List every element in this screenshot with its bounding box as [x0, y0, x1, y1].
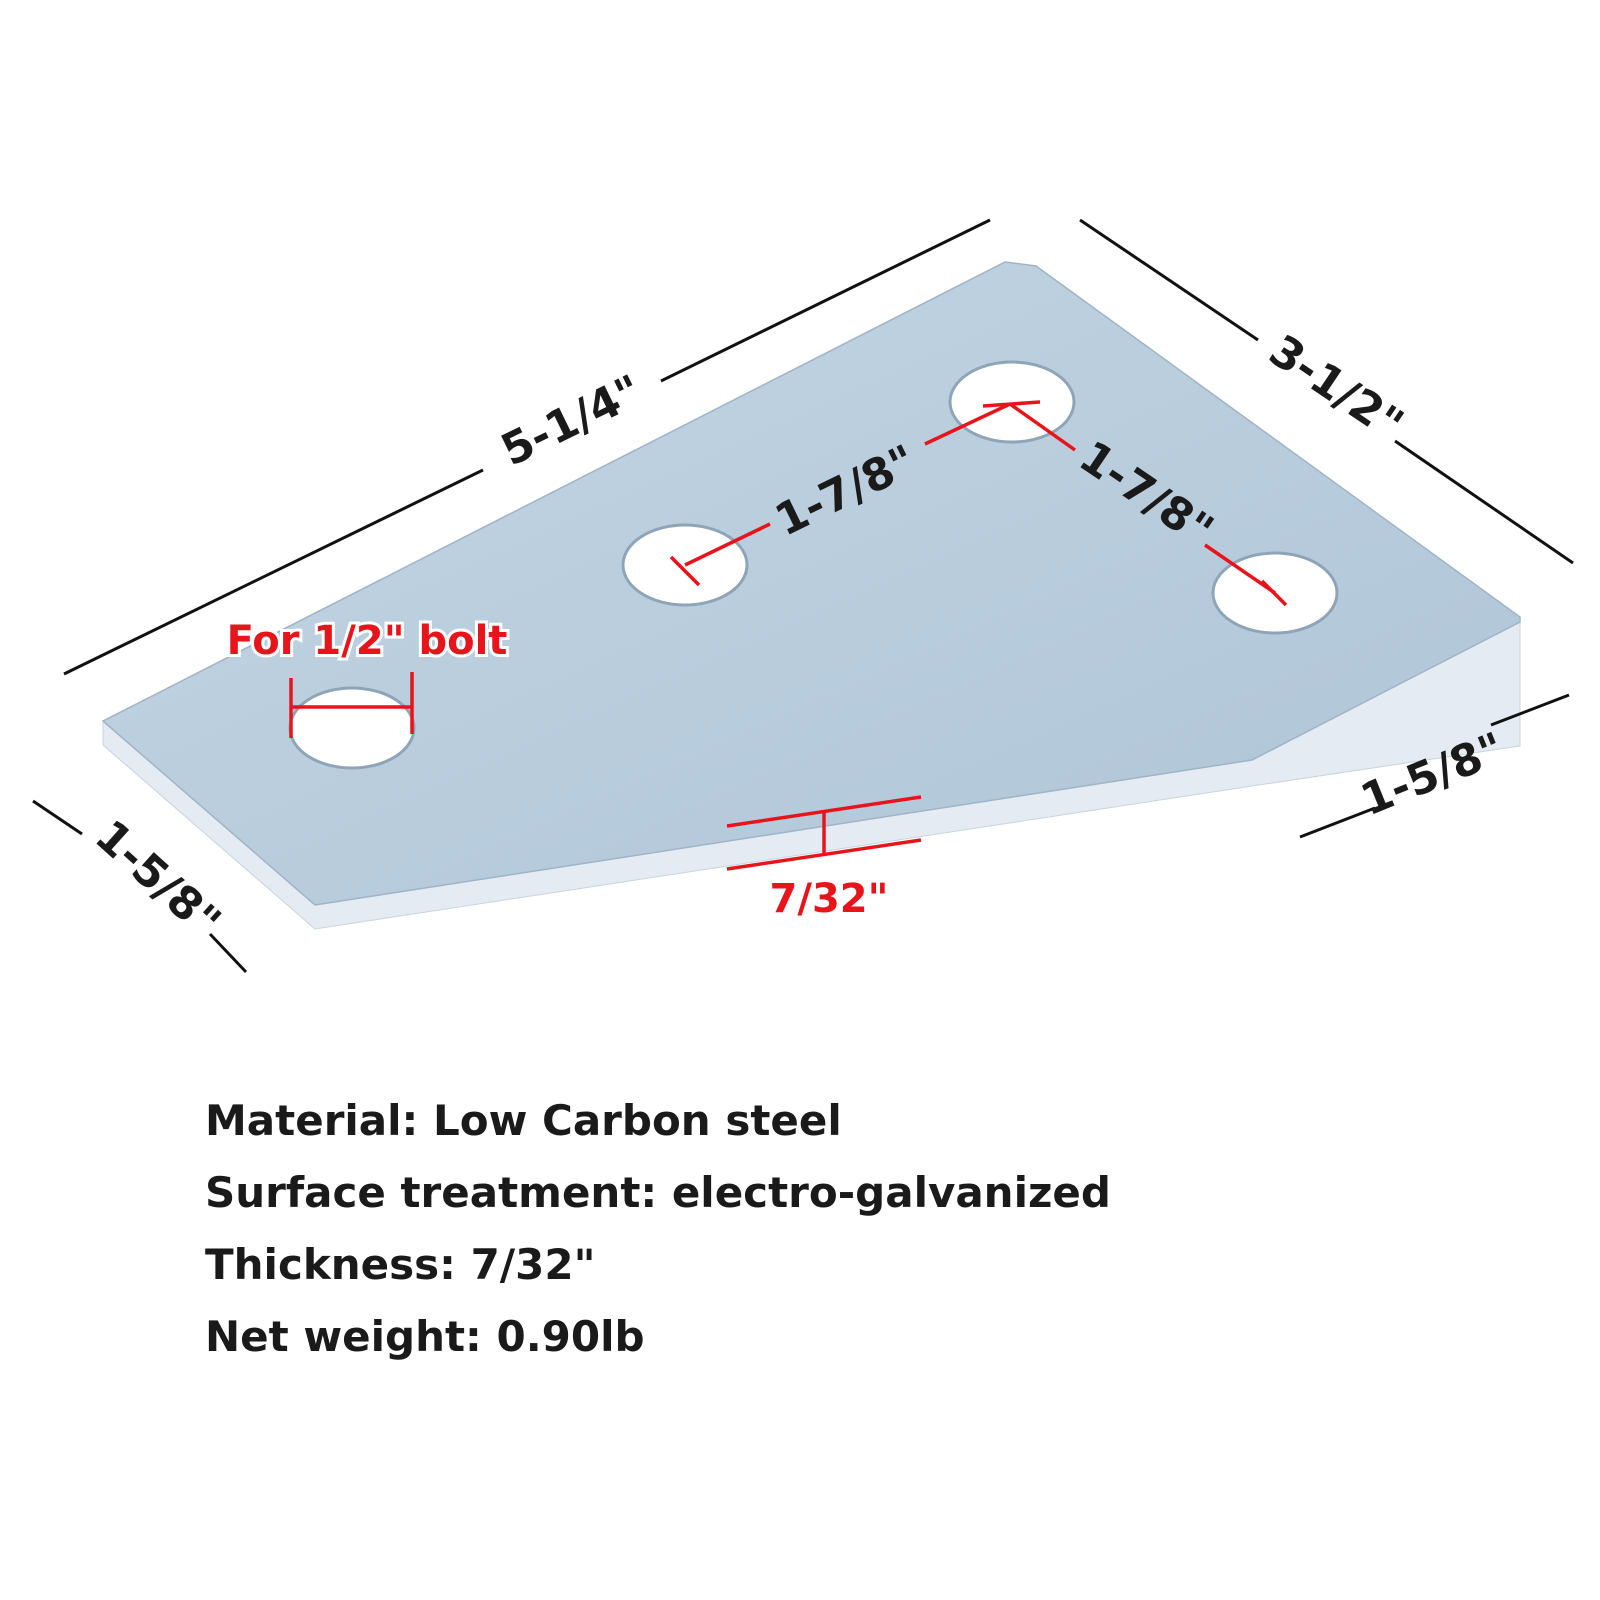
- left-end-dimension-line: [32, 799, 83, 836]
- left-end-dimension-line: [208, 932, 248, 974]
- spec-list: Material: Low Carbon steel Surface treat…: [205, 1085, 1111, 1373]
- right-end-dimension-line: [1490, 693, 1570, 727]
- hole-spacing-b-line: [1008, 402, 1077, 452]
- bolt-hole: [948, 360, 1076, 444]
- spec-surface-treatment: Surface treatment: electro-galvanized: [205, 1168, 1111, 1217]
- hole-spacing-a-line: [924, 402, 1011, 446]
- thickness-label: 7/32": [770, 876, 889, 922]
- right-dimension-line: [1079, 218, 1259, 342]
- plate-top: [101, 261, 1521, 906]
- hole-spacing-vertex-tick: [982, 400, 1041, 408]
- dimension-lines: [32, 218, 1574, 974]
- spec-net-weight: Net weight: 0.90lb: [205, 1312, 645, 1361]
- top-dimension-line: [660, 218, 991, 383]
- bolt-hole: [288, 686, 416, 770]
- bolt-size-label: For 1/2" bolt: [227, 618, 508, 664]
- spec-material: Material: Low Carbon steel: [205, 1096, 842, 1145]
- hole-spacing-a-tick: [669, 555, 701, 587]
- right-dimension-line: [1394, 439, 1574, 565]
- thickness-line: [726, 795, 922, 828]
- hole-spacing-b-tick: [1260, 579, 1288, 607]
- right-end-dimension-line: [1299, 806, 1376, 839]
- right-length-label: 3-1/2": [1260, 325, 1412, 451]
- spec-thickness: Thickness: 7/32": [205, 1240, 596, 1289]
- hole-spacing-b-line: [1204, 543, 1276, 595]
- hole-spacing-a-line: [684, 522, 771, 567]
- top-dimension-line: [63, 468, 484, 676]
- red-dimension-lines: [289, 400, 1288, 871]
